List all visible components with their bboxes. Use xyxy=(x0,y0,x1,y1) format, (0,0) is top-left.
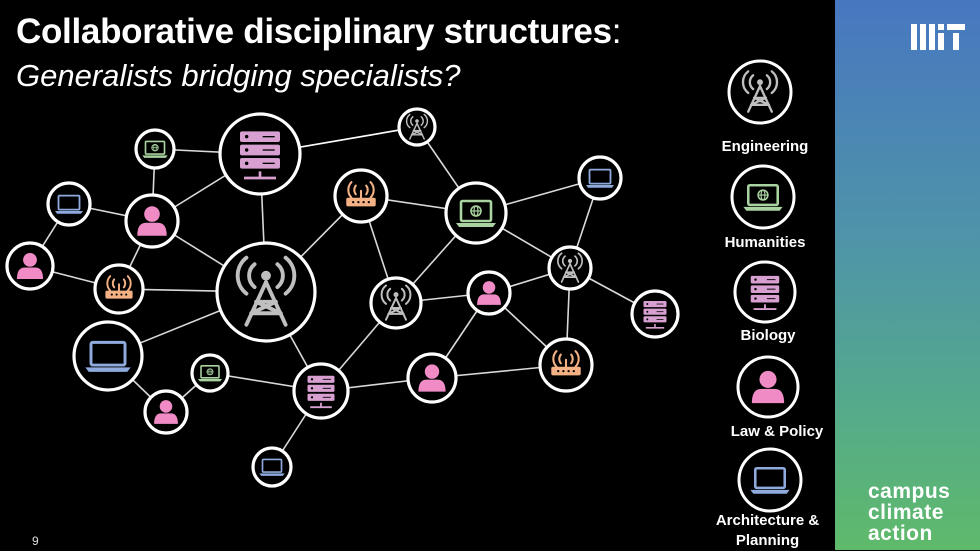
legend-label-engineering: Engineering xyxy=(721,138,809,155)
node-person1 xyxy=(124,193,180,249)
node-person3 xyxy=(143,389,189,435)
node-laptop-b2 xyxy=(46,181,92,227)
tower-icon xyxy=(405,113,429,140)
person-icon xyxy=(154,400,178,424)
server-icon xyxy=(750,275,780,311)
server-icon xyxy=(643,300,667,329)
server-icon xyxy=(240,131,280,180)
node-person2 xyxy=(5,241,55,291)
node-router2 xyxy=(93,263,145,315)
legend-item-4 xyxy=(737,447,803,513)
person-icon xyxy=(751,370,785,404)
tower-icon xyxy=(235,255,297,327)
router-icon xyxy=(105,275,133,299)
title-colon: : xyxy=(611,12,622,51)
laptop-icon xyxy=(55,194,83,214)
brand-line-3: action xyxy=(868,522,933,545)
router-icon xyxy=(551,350,581,376)
node-server-r xyxy=(630,289,680,339)
laptop-icon xyxy=(750,466,790,494)
node-tower-s2 xyxy=(547,245,593,291)
node-laptop-big xyxy=(72,320,144,392)
laptop-icon xyxy=(142,140,168,158)
brand-line-1: campus xyxy=(868,480,951,503)
node-laptop-bs2 xyxy=(251,446,293,488)
legend xyxy=(727,59,803,513)
node-laptop-gm xyxy=(444,181,508,245)
node-laptop-g1 xyxy=(134,128,176,170)
node-person4 xyxy=(406,352,458,404)
legend-label-architecture: Architecture & Planning xyxy=(715,512,820,549)
node-tower-big xyxy=(215,241,317,343)
node-server-m xyxy=(292,362,350,420)
legend-item-1 xyxy=(730,164,796,230)
person-icon xyxy=(16,252,44,280)
tower-icon xyxy=(380,284,412,321)
tower-icon xyxy=(557,252,583,283)
node-laptop-g2 xyxy=(190,353,230,393)
slide-subtitle: Generalists bridging specialists? xyxy=(16,58,461,93)
legend-label-law-policy: Law & Policy xyxy=(730,423,824,440)
legend-item-2 xyxy=(733,260,797,324)
brand-line-2: climate xyxy=(868,501,944,524)
laptop-icon xyxy=(743,183,783,211)
slide-number: 9 xyxy=(32,534,39,548)
legend-item-0 xyxy=(727,59,793,125)
node-tower-s1 xyxy=(397,107,437,147)
tower-icon xyxy=(741,70,779,113)
network-diagram xyxy=(5,59,803,513)
node-layer xyxy=(5,107,680,488)
node-router3 xyxy=(538,337,594,393)
person-icon xyxy=(418,364,446,392)
node-laptop-bs1 xyxy=(577,155,623,201)
slide-title: Collaborative disciplinary structures: xyxy=(16,12,622,52)
person-icon xyxy=(477,281,501,305)
slide: Collaborative disciplinary structures: G… xyxy=(5,12,803,548)
legend-label-biology: Biology xyxy=(740,327,796,344)
legend-label-humanities: Humanities xyxy=(724,234,806,251)
brand-wordmark: campus climate action xyxy=(868,481,950,544)
laptop-icon xyxy=(259,458,285,476)
laptop-icon xyxy=(85,340,131,372)
person-icon xyxy=(137,206,167,236)
mit-logo xyxy=(911,24,965,50)
router-icon xyxy=(346,181,376,207)
server-icon xyxy=(307,375,335,409)
laptop-icon xyxy=(586,168,614,188)
laptop-icon xyxy=(198,365,222,382)
node-server-big xyxy=(218,112,302,196)
laptop-icon xyxy=(456,199,496,227)
title-main: Collaborative disciplinary structures xyxy=(16,12,612,51)
node-router1 xyxy=(333,168,389,224)
node-person5 xyxy=(466,270,512,316)
legend-item-3 xyxy=(736,355,800,419)
brand-sidebar: campus climate action xyxy=(835,0,980,550)
node-tower-m xyxy=(369,276,423,330)
